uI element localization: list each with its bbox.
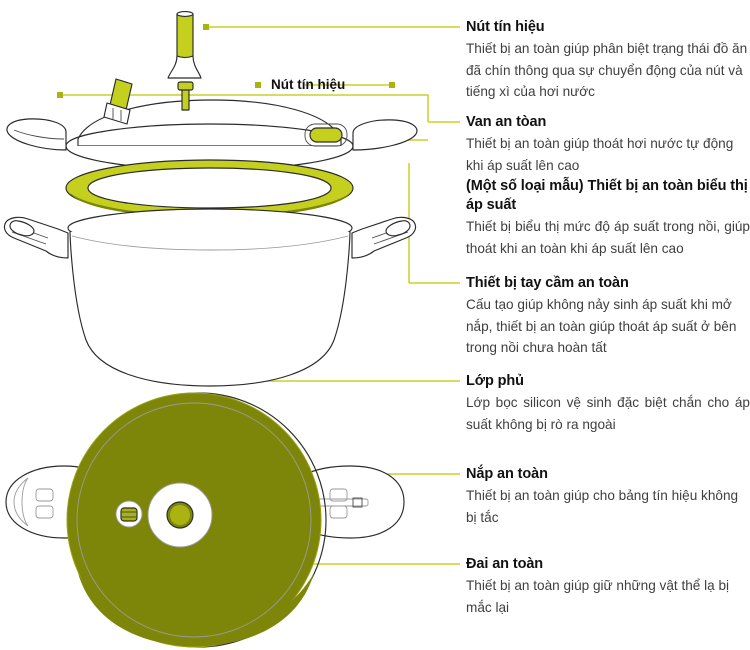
lid-part <box>6 78 418 171</box>
callout-body: Thiết bị an toàn giúp phân biệt trạng th… <box>466 41 748 99</box>
callout-heading: Van an tòan <box>466 114 547 130</box>
callout-subheading: (Một số loại mẫu) Thiết bị an toàn biểu … <box>466 178 748 213</box>
callout-heading: Thiết bị tay cầm an toàn <box>466 275 629 291</box>
callout-heading: Đai an toàn <box>466 556 544 572</box>
callout-nap-an-toan: Nắp an toàn Thiết bị an toàn giúp cho bả… <box>466 465 750 528</box>
signal-pin-icon <box>177 81 194 111</box>
callout-thiet-bi-tay-cam-an-toan: Thiết bị tay cầm an toàn Cấu tạo giúp kh… <box>466 274 750 359</box>
callout-lop-phu: Lớp phủ Lớp bọc silicon vệ sinh đặc biệt… <box>466 372 750 435</box>
inline-label-signal-pin: Nút tín hiệu <box>271 77 346 92</box>
pot-body-part <box>3 208 417 387</box>
callout-heading: Nắp an toàn <box>466 466 548 482</box>
callout-body: Thiết bị an toàn giúp cho bảng tín hiệu … <box>466 488 739 525</box>
callout-heading: Nút tín hiệu <box>466 19 545 35</box>
callout-heading: Lớp phủ <box>466 373 524 389</box>
pressure-indicator-icon <box>103 78 133 125</box>
callout-body: Cấu tạo giúp không nảy sinh áp suất khi … <box>466 297 737 355</box>
gasket-ring-part <box>65 159 354 218</box>
top-view-part <box>5 392 405 648</box>
callout-body: Thiết bị an toàn giúp thoát hơi nước tự … <box>466 136 734 173</box>
callout-body: Thiết bị an toàn giúp giữ những vật thể … <box>466 578 730 615</box>
callout-body-secondary: Thiết bị biểu thị mức độ áp suất trong n… <box>466 219 750 256</box>
callout-van-an-toan: Van an tòan Thiết bị an toàn giúp thoát … <box>466 113 750 259</box>
callout-nut-tin-hieu: Nút tín hiệu Thiết bị an toàn giúp phân … <box>466 18 750 103</box>
callout-dai-an-toan: Đai an toàn Thiết bị an toàn giúp giữ nh… <box>466 555 750 618</box>
callout-body: Lớp bọc silicon vệ sinh đặc biệt chắn ch… <box>466 395 750 432</box>
detached-cap-part <box>167 11 202 79</box>
callout-panel: Nút tín hiệu Thiết bị an toàn giúp phân … <box>466 0 750 650</box>
